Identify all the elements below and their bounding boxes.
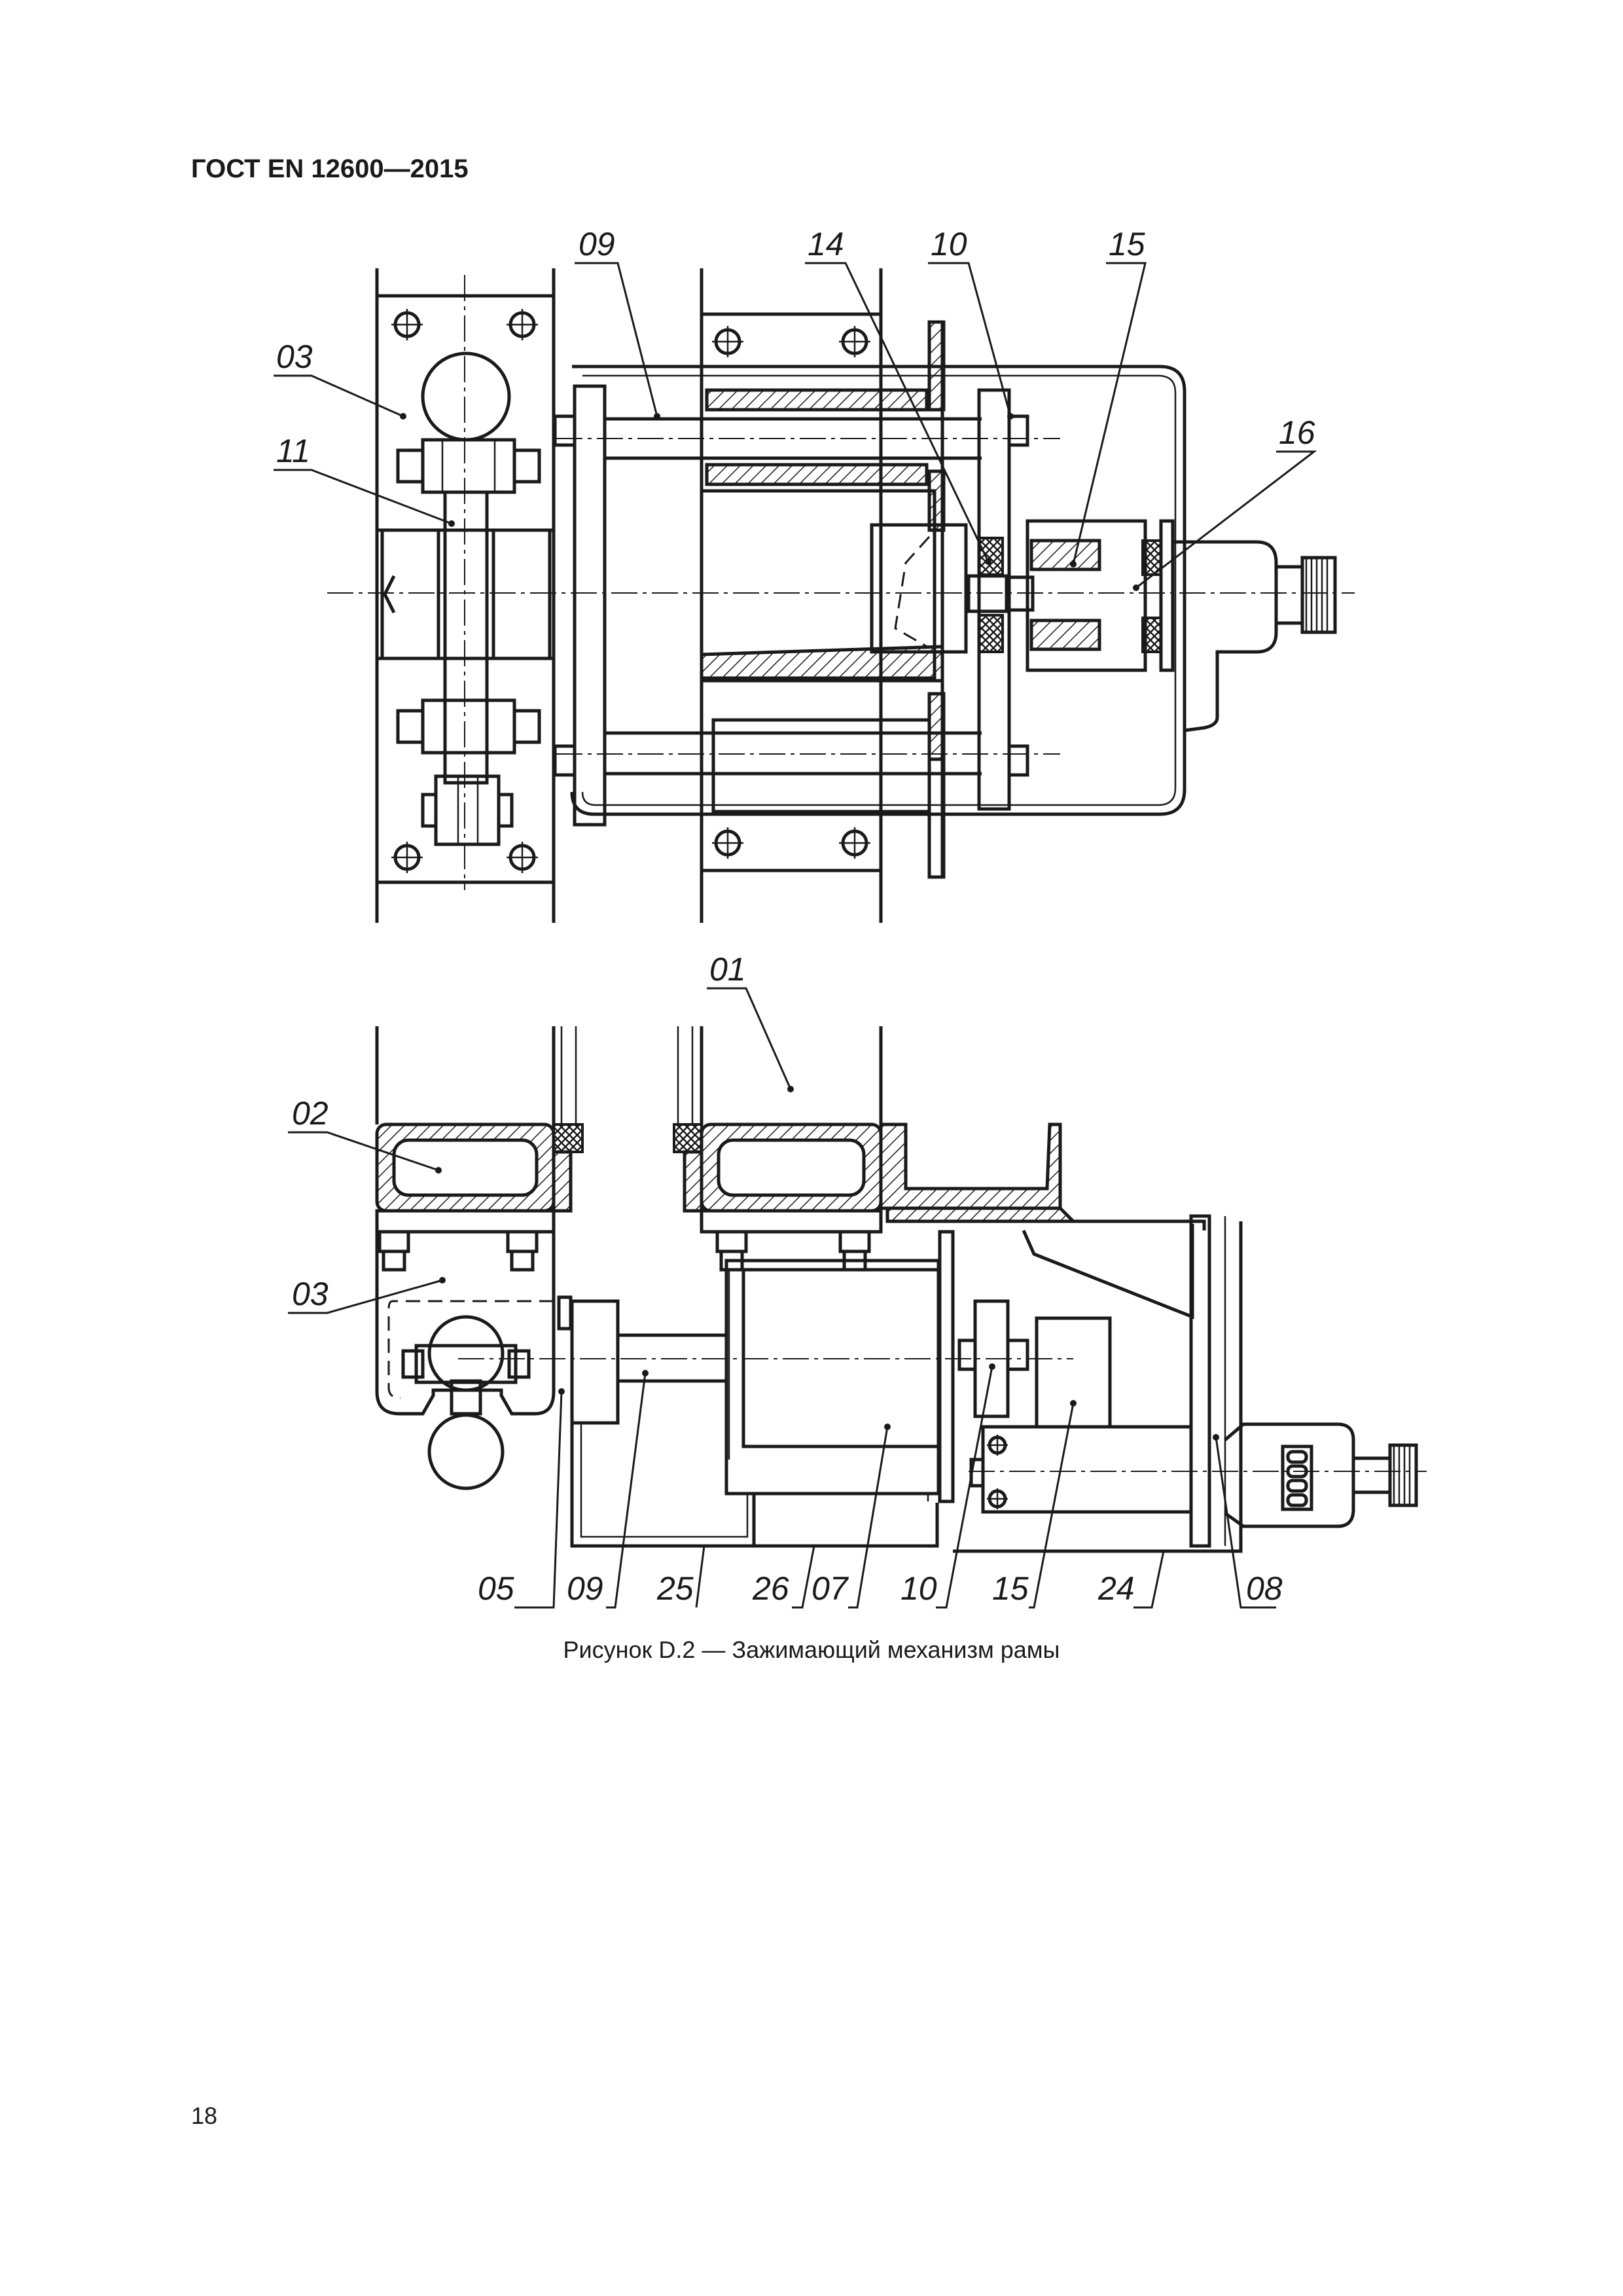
- label-14-top: 14: [808, 226, 844, 262]
- figure-caption: Рисунок D.2 — Зажимающий механизм рамы: [563, 1636, 1060, 1663]
- label-11-top: 11: [276, 433, 310, 469]
- label-16-top: 16: [1279, 414, 1315, 451]
- label-09-side: 09: [567, 1570, 603, 1607]
- label-10-side: 10: [901, 1570, 937, 1607]
- side-view: [375, 1026, 1427, 1553]
- label-07-side: 07: [812, 1570, 849, 1607]
- label-01-side: 01: [709, 951, 746, 988]
- label-10-top: 10: [931, 226, 967, 262]
- label-03-top: 03: [276, 338, 313, 375]
- top-view: [327, 268, 1355, 923]
- label-24-side: 24: [1097, 1570, 1135, 1607]
- label-05-side: 05: [478, 1570, 514, 1607]
- top-view-leaders: [274, 262, 1317, 591]
- document-header: ГОСТ EN 12600—2015: [191, 154, 469, 183]
- label-08-side: 08: [1246, 1570, 1283, 1607]
- label-15-side: 15: [992, 1570, 1029, 1607]
- label-02-side: 02: [292, 1095, 329, 1132]
- side-view-leaders: [288, 987, 1276, 1609]
- label-25-side: 25: [656, 1570, 694, 1607]
- label-09-top: 09: [579, 226, 615, 262]
- bolt-symbols: [391, 309, 870, 873]
- label-03-side: 03: [292, 1276, 329, 1312]
- label-26-side: 26: [752, 1570, 789, 1607]
- label-15-top: 15: [1109, 226, 1145, 262]
- page-number: 18: [191, 2102, 218, 2129]
